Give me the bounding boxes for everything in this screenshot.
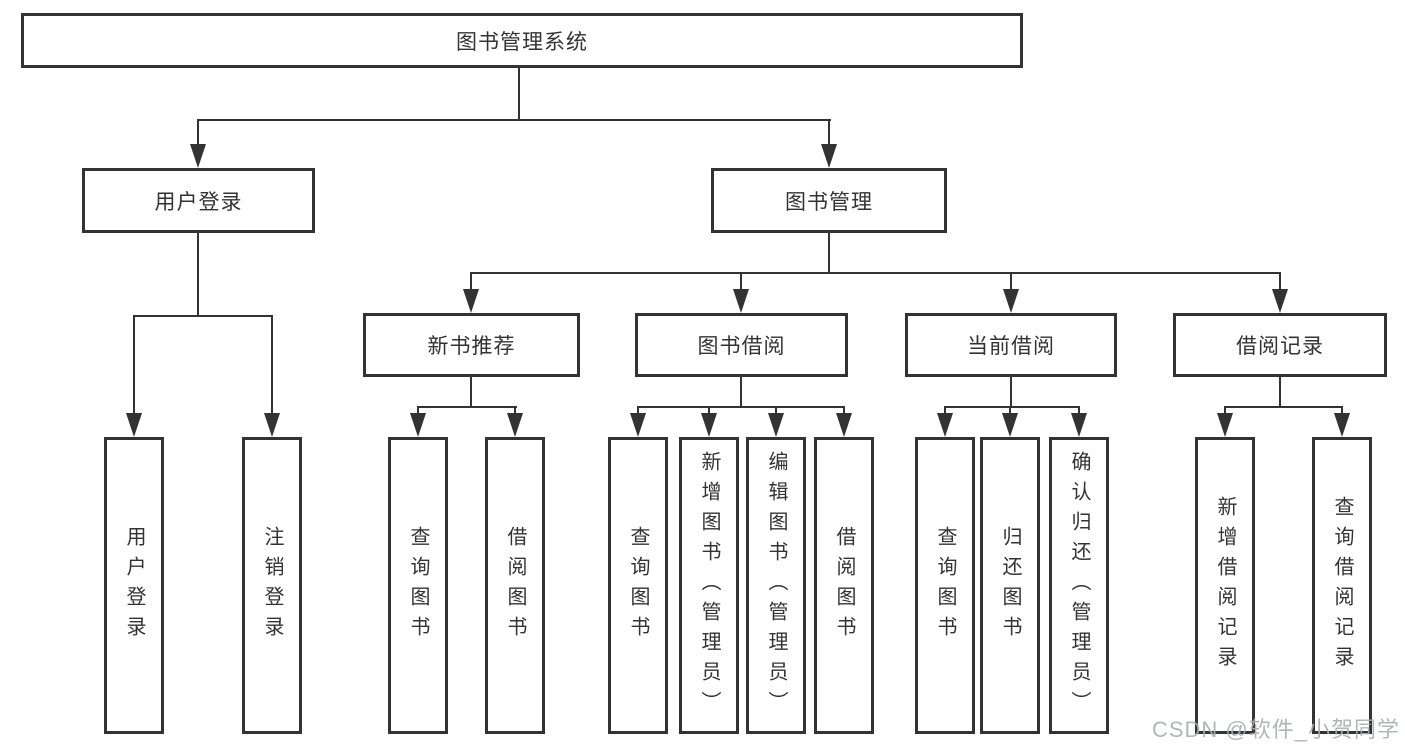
node-borrow-records: 借阅记录	[1173, 313, 1387, 377]
connector-hline	[470, 272, 1281, 274]
node-root-library-system: 图书管理系统	[21, 13, 1023, 68]
leaf-label: 注销登录	[261, 525, 283, 646]
leaf-label: 查询借阅记录	[1331, 495, 1353, 676]
arrow-down-icon	[507, 413, 523, 437]
leaf-new-borrow-books: 借阅图书	[485, 437, 545, 734]
arrow-down-icon	[463, 289, 479, 313]
leaf-label: 归还图书	[999, 525, 1021, 646]
leaf-cur-confirm-return-admin: 确认归还（管理员）	[1049, 437, 1109, 734]
arrow-down-icon	[630, 413, 646, 437]
csdn-watermark: CSDN @软件_小贺同学	[1151, 717, 1400, 742]
leaf-label: 借阅图书	[504, 525, 526, 646]
node-book-borrow: 图书借阅	[635, 313, 848, 377]
connector-vline	[775, 406, 777, 416]
connector-vline	[197, 233, 199, 317]
leaf-bb-edit-books-admin: 编辑图书（管理员）	[746, 437, 806, 734]
leaf-bb-borrow-books: 借阅图书	[814, 437, 874, 734]
connector-hline	[133, 315, 273, 317]
arrow-down-icon	[190, 144, 206, 168]
connector-vline	[1010, 272, 1012, 290]
arrow-down-icon	[937, 413, 953, 437]
connector-vline	[843, 406, 845, 416]
arrow-down-icon	[410, 413, 426, 437]
connector-vline	[1009, 406, 1011, 416]
connector-vline	[470, 272, 472, 290]
arrow-down-icon	[701, 413, 717, 437]
leaf-logout: 注销登录	[242, 437, 302, 734]
connector-vline	[740, 377, 742, 407]
leaf-label: 新增借阅记录	[1214, 495, 1236, 676]
leaf-label: 新增图书（管理员）	[698, 450, 720, 721]
leaf-rec-add-record: 新增借阅记录	[1195, 437, 1255, 734]
arrow-down-icon	[264, 413, 280, 437]
leaf-cur-query-books: 查询图书	[915, 437, 975, 734]
node-new-book-recommend: 新书推荐	[363, 313, 580, 377]
leaf-rec-query-record: 查询借阅记录	[1312, 437, 1372, 734]
arrow-down-icon	[1071, 413, 1087, 437]
connector-hline	[197, 119, 831, 121]
leaf-label: 用户登录	[123, 525, 145, 646]
connector-vline	[828, 233, 830, 274]
connector-vline	[133, 315, 135, 414]
node-book-management: 图书管理	[711, 168, 947, 233]
leaf-label: 编辑图书（管理员）	[765, 450, 787, 721]
connector-vline	[708, 406, 710, 416]
arrow-down-icon	[1217, 413, 1233, 437]
connector-vline	[1078, 406, 1080, 416]
leaf-bb-add-books-admin: 新增图书（管理员）	[679, 437, 739, 734]
leaf-label: 确认归还（管理员）	[1068, 450, 1090, 721]
leaf-cur-return-books: 归还图书	[980, 437, 1040, 734]
leaf-label: 查询图书	[627, 525, 649, 646]
leaf-label: 借阅图书	[833, 525, 855, 646]
connector-vline	[1010, 377, 1012, 407]
connector-vline	[740, 272, 742, 290]
leaf-label: 查询图书	[407, 525, 429, 646]
arrow-down-icon	[126, 413, 142, 437]
connector-vline	[1341, 406, 1343, 416]
arrow-down-icon	[821, 144, 837, 168]
connector-vline	[944, 406, 946, 416]
connector-vline	[417, 406, 419, 416]
connector-vline	[518, 68, 520, 121]
arrow-down-icon	[1334, 413, 1350, 437]
arrow-down-icon	[768, 413, 784, 437]
connector-hline	[1224, 406, 1343, 408]
connector-vline	[470, 377, 472, 407]
connector-vline	[271, 315, 273, 414]
arrow-down-icon	[1002, 413, 1018, 437]
connector-hline	[417, 406, 517, 408]
connector-vline	[197, 119, 199, 147]
leaf-new-query-books: 查询图书	[388, 437, 448, 734]
connector-vline	[514, 406, 516, 416]
connector-vline	[1224, 406, 1226, 416]
arrow-down-icon	[733, 289, 749, 313]
leaf-user-login: 用户登录	[104, 437, 164, 734]
arrow-down-icon	[836, 413, 852, 437]
connector-vline	[828, 119, 830, 147]
connector-vline	[1279, 377, 1281, 407]
leaf-bb-query-books: 查询图书	[608, 437, 668, 734]
connector-vline	[637, 406, 639, 416]
connector-hline	[637, 406, 845, 408]
node-user-login: 用户登录	[82, 168, 315, 233]
arrow-down-icon	[1003, 289, 1019, 313]
connector-vline	[1279, 272, 1281, 290]
arrow-down-icon	[1272, 289, 1288, 313]
connector-hline	[944, 406, 1080, 408]
node-current-borrow: 当前借阅	[905, 313, 1117, 377]
leaf-label: 查询图书	[934, 525, 956, 646]
